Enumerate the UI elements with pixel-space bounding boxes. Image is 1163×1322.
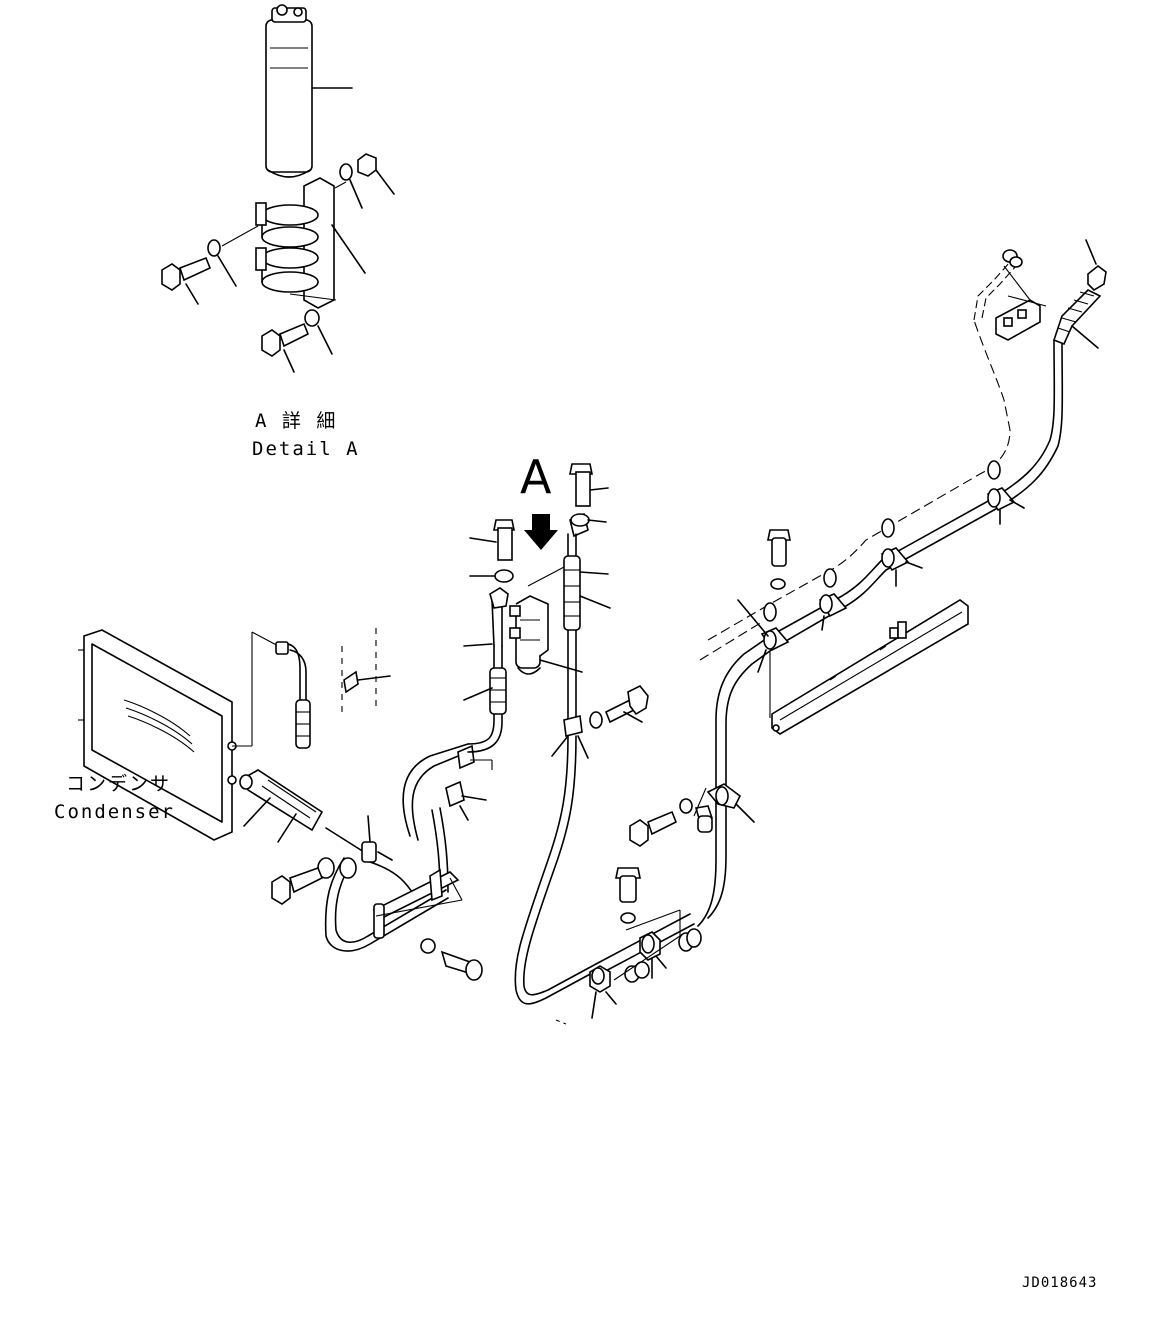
- view-letter: A: [520, 450, 552, 504]
- condenser-label-en: Condenser: [54, 801, 175, 823]
- drier-assembly: [509, 565, 583, 675]
- centre-left-hose: [463, 519, 515, 753]
- drawing-code: JD018643: [1022, 1275, 1098, 1291]
- right-pipe-route: [629, 319, 1064, 927]
- centre-right-hose: [514, 463, 649, 1025]
- condenser: [78, 629, 283, 841]
- harness-tag: [341, 628, 391, 712]
- detail-title-en: Detail A: [252, 438, 360, 460]
- receiver-drier-detail: [161, 4, 395, 373]
- lower-right-pipe: [589, 867, 702, 1019]
- condenser-hose: [239, 769, 324, 843]
- detail-title-jp: A 詳 細: [255, 410, 338, 432]
- arrow-down-icon: [524, 514, 558, 550]
- condenser-label-jp: コンデンサ: [66, 773, 172, 795]
- condenser-upper-hose: [275, 641, 311, 749]
- upper-right-hoses: [973, 239, 1107, 349]
- lower-left-pipe: [271, 743, 493, 981]
